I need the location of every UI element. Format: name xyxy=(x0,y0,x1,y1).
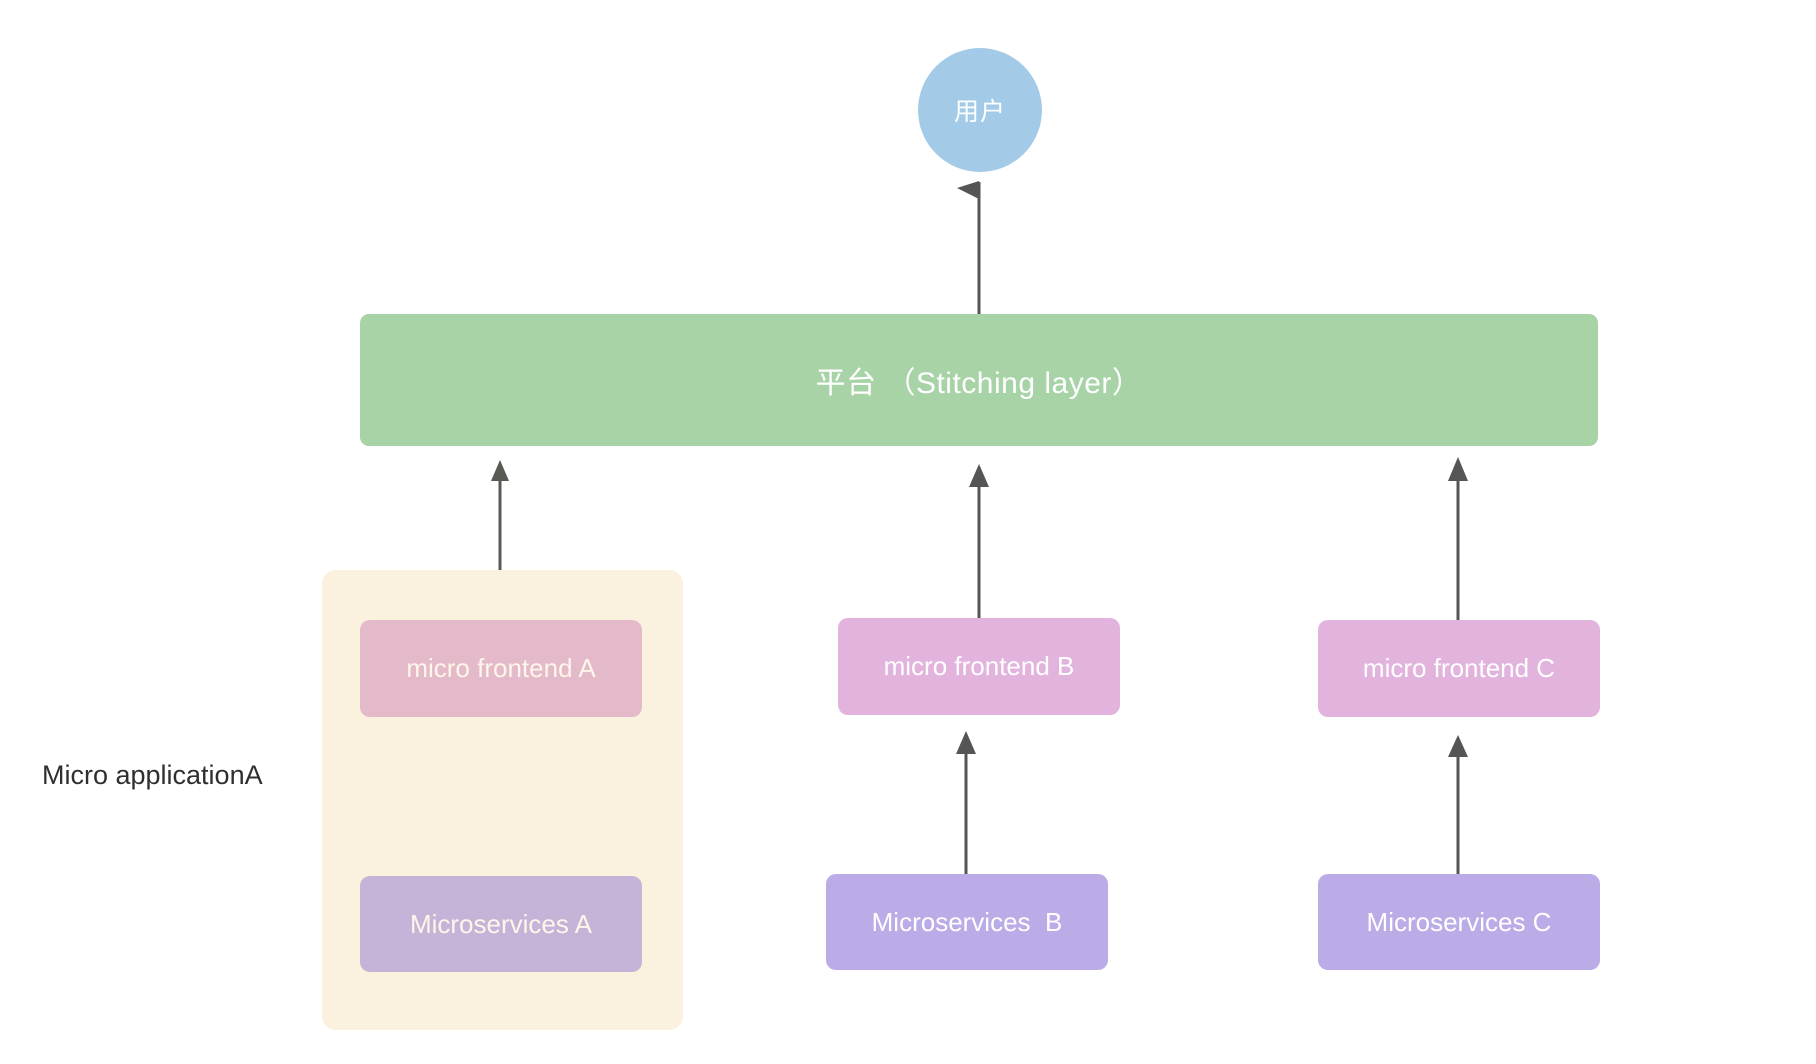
edge-mfb-to-platform xyxy=(969,464,989,618)
group-label-micro-application-a: Micro applicationA xyxy=(42,760,263,790)
node-user[interactable]: 用户 xyxy=(918,48,1042,172)
node-micro-frontend-c[interactable]: micro frontend C xyxy=(1318,620,1600,717)
node-platform-stitching-layer[interactable]: 平台 （Stitching layer） xyxy=(360,314,1598,446)
edge-msb-to-mfb xyxy=(956,731,976,874)
edge-msc-to-mfc xyxy=(1448,735,1468,874)
edge-platform-to-user xyxy=(957,181,981,314)
node-micro-frontend-a[interactable]: micro frontend A xyxy=(360,620,642,717)
edge-mfc-to-platform xyxy=(1448,457,1468,620)
node-microservices-a[interactable]: Microservices A xyxy=(360,876,642,972)
node-micro-frontend-b[interactable]: micro frontend B xyxy=(838,618,1120,715)
node-microservices-b[interactable]: Microservices B xyxy=(826,874,1108,970)
node-microservices-c[interactable]: Microservices C xyxy=(1318,874,1600,970)
